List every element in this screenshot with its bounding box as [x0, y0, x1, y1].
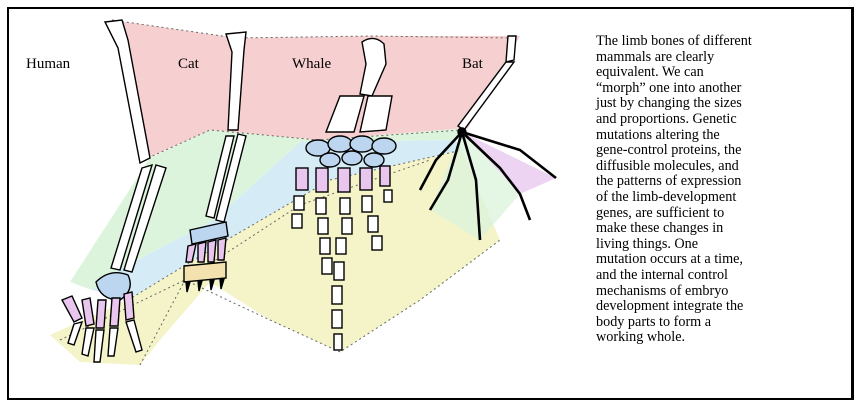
label-human: Human	[26, 56, 71, 72]
caption-line: gene-control proteins, the	[596, 143, 846, 159]
caption-line: The limb bones of different	[596, 34, 846, 50]
label-bat: Bat	[462, 56, 484, 72]
caption-line: mechanisms of embryo	[596, 284, 846, 300]
caption-line: living things. One	[596, 237, 846, 253]
label-cat: Cat	[178, 56, 200, 72]
caption-line: and the internal control	[596, 268, 846, 284]
caption-line: the patterns of expression	[596, 174, 846, 190]
caption-line: development integrate the	[596, 299, 846, 315]
caption-line: mutation occurs at a time,	[596, 252, 846, 268]
caption-line: diffusible molecules, and	[596, 159, 846, 175]
caption-line: mammals are clearly	[596, 50, 846, 66]
caption-line: and proportions. Genetic	[596, 112, 846, 128]
caption-line: body parts to form a	[596, 315, 846, 331]
caption-line: working whole.	[596, 330, 846, 346]
caption-line: equivalent. We can	[596, 65, 846, 81]
label-whale: Whale	[292, 56, 331, 72]
caption-line: genes, are sufficient to	[596, 206, 846, 222]
caption-line: of the limb-development	[596, 190, 846, 206]
caption-line: “morph” one into another	[596, 81, 846, 97]
caption-line: make these changes in	[596, 221, 846, 237]
caption-line: mutations altering the	[596, 128, 846, 144]
caption-line: just by changing the sizes	[596, 96, 846, 112]
bat-humerus	[506, 36, 516, 62]
